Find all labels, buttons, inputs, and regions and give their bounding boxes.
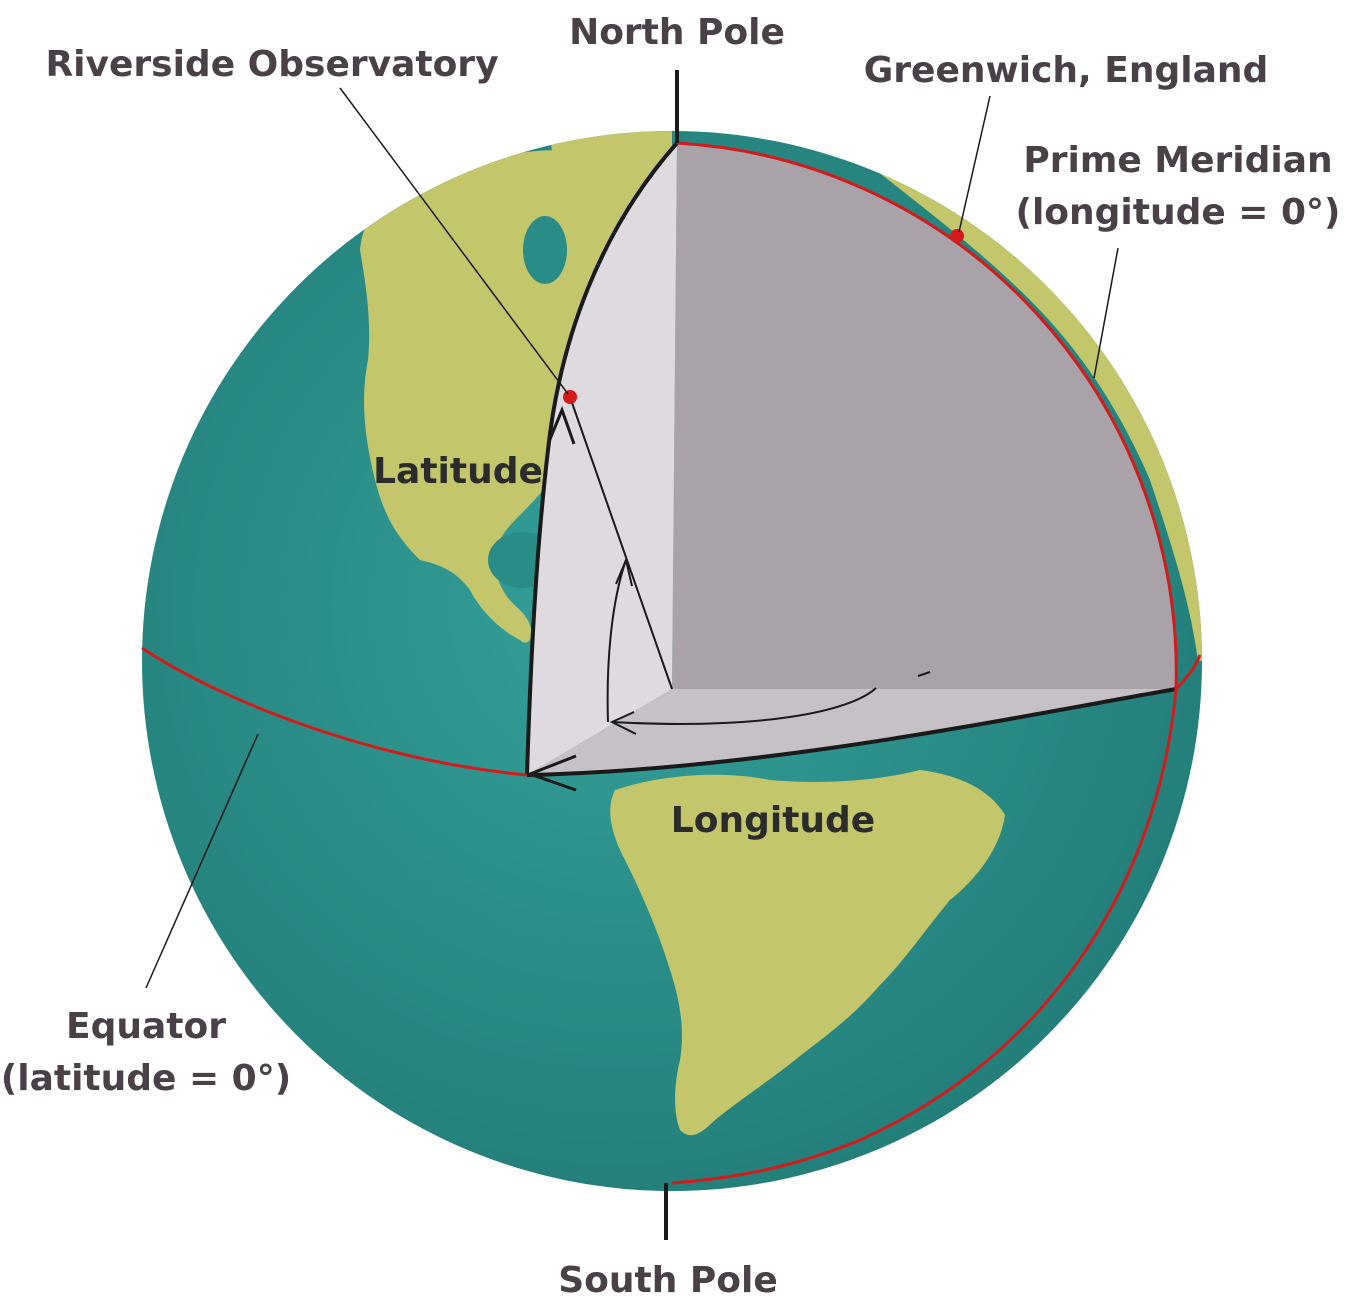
cutaway-left-edge <box>525 141 679 776</box>
prime-meridian-line <box>671 141 1178 1185</box>
equator-cut-edge <box>526 687 1177 777</box>
cutaway-equatorial-floor <box>527 689 1176 775</box>
riverside-observatory-label: Riverside Observatory <box>45 44 498 85</box>
equator-label: Equator <box>66 1006 226 1047</box>
north-pole-label: North Pole <box>569 12 785 53</box>
south-pole-label: South Pole <box>558 1260 778 1300</box>
latitude-surface-arrow-icon <box>546 405 576 445</box>
south-america-landmass <box>610 770 1005 1136</box>
riverside-leader-line <box>339 87 569 395</box>
hudson-bay <box>523 216 567 284</box>
prime-meridian-sublabel: (longitude = 0°) <box>1015 192 1340 233</box>
cutaway-left-wall <box>527 143 677 775</box>
equator-leader-line <box>145 733 259 989</box>
latitude-label: Latitude <box>373 451 543 492</box>
prime-meridian-label: Prime Meridian <box>1023 140 1332 181</box>
longitude-surface-arrow-icon <box>525 754 577 792</box>
greenwich-leader-line <box>958 95 991 233</box>
greenwich-label: Greenwich, England <box>864 50 1269 91</box>
greenland-landmass <box>551 131 672 175</box>
equator-line-right <box>1174 654 1202 691</box>
cutaway-back-wall <box>672 143 1177 689</box>
riverside-observatory-marker <box>563 390 577 404</box>
prime-meridian-leader-line <box>1093 247 1119 379</box>
longitude-angle-start-tick <box>917 671 931 677</box>
observatory-radius <box>569 396 673 690</box>
equator-sublabel: (latitude = 0°) <box>1 1058 291 1099</box>
longitude-angle-arc <box>611 687 877 725</box>
latitude-angle-arc <box>606 559 627 723</box>
greenwich-marker <box>950 229 964 243</box>
longitude-label: Longitude <box>671 800 875 841</box>
longitude-angle-arrow-icon <box>609 711 637 735</box>
latitude-angle-arrow-icon <box>615 556 633 587</box>
equator-line <box>141 646 528 777</box>
